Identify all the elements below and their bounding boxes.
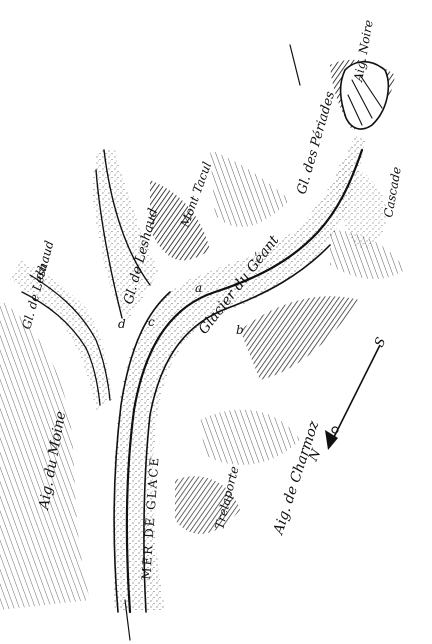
compass-south: S [372,335,389,349]
label-gl-des-periades: Gl. des Périades [294,89,338,196]
moraine-letter-d: d [118,317,126,331]
moraine-letter-b: b [236,323,244,337]
compass-rose: S N [306,335,390,464]
moraine-letter-c: c [148,315,155,329]
moraine-letter-markers: a b c d [118,281,244,337]
label-cascade: Cascade [381,166,404,219]
moraine-lines [21,44,364,641]
moraine-letter-a: a [195,281,202,295]
aig-noire-peak [339,60,389,130]
glacier-bodies [10,135,387,610]
rock-terrain [0,59,405,610]
label-du-fragment: du [32,262,50,281]
